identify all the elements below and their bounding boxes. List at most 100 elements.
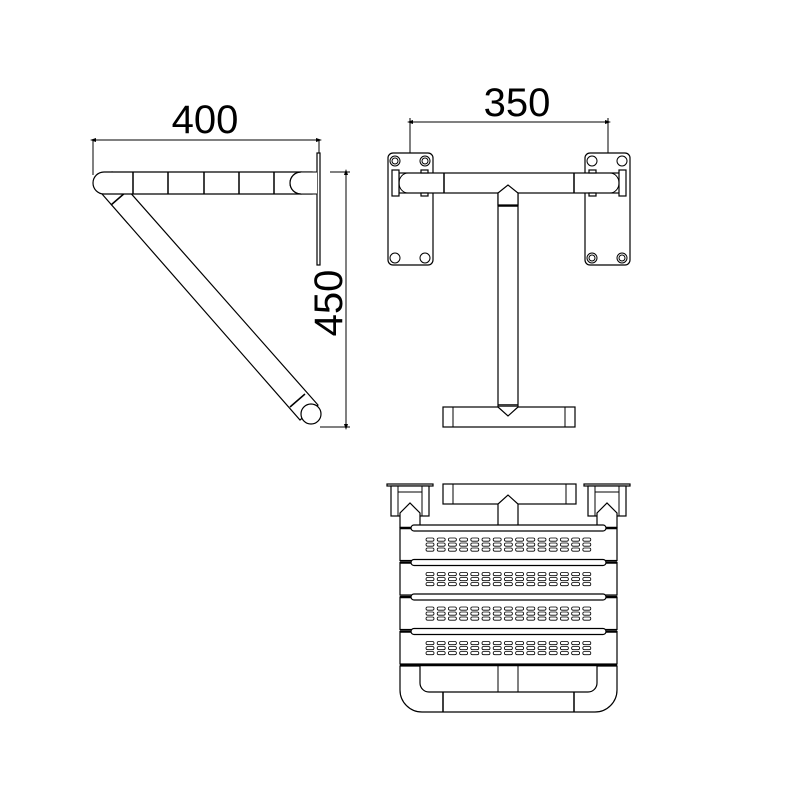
slot-hole — [425, 577, 435, 582]
slot-hole — [447, 641, 457, 646]
slot-hole — [425, 611, 435, 616]
slot-hole — [548, 582, 558, 587]
slot-hole — [503, 641, 513, 646]
slot-hole — [548, 651, 558, 656]
slot-hole — [537, 646, 547, 651]
slot-hole — [470, 572, 480, 577]
slat-rail — [410, 593, 607, 601]
slot-hole — [560, 611, 569, 616]
slot-hole — [503, 651, 513, 656]
slot-hole — [492, 646, 502, 651]
slot-hole — [447, 646, 457, 651]
slot-hole — [447, 616, 457, 621]
slot-hole — [436, 572, 446, 577]
slot-hole — [526, 537, 536, 542]
height-dimension-label: 450 — [307, 270, 351, 337]
slot-hole — [503, 582, 513, 587]
side-view: 400 450 — [90, 98, 351, 430]
slat-rail — [410, 627, 607, 636]
slot-hole — [571, 606, 580, 611]
slot-hole — [515, 646, 524, 651]
diagonal-leg — [94, 171, 322, 425]
slot-hole — [571, 641, 580, 646]
slot-hole — [571, 547, 580, 552]
slot-hole — [447, 577, 457, 582]
slot-hole — [560, 537, 569, 542]
slot-hole — [470, 582, 480, 587]
slot-hole — [548, 542, 558, 547]
slot-hole — [459, 572, 469, 577]
slot-hole — [481, 542, 491, 547]
slot-hole — [582, 611, 592, 616]
slot-hole — [503, 611, 513, 616]
slot-hole — [582, 651, 592, 656]
slot-hole — [492, 641, 502, 646]
slot-hole — [447, 572, 457, 577]
slot-hole — [425, 542, 435, 547]
slot-hole — [537, 537, 547, 542]
slot-hole — [470, 542, 480, 547]
slot-hole — [560, 606, 569, 611]
slot-hole — [515, 611, 524, 616]
slot-hole — [447, 537, 457, 542]
slot-hole — [425, 572, 435, 577]
seat-slat — [399, 527, 618, 562]
slot-hole — [425, 646, 435, 651]
leg-end-cap — [300, 403, 322, 425]
slot-hole — [582, 616, 592, 621]
seat-top-bar — [442, 483, 577, 530]
slot-hole — [447, 547, 457, 552]
slot-hole — [503, 606, 513, 611]
slot-hole — [481, 547, 491, 552]
slot-hole — [481, 641, 491, 646]
slot-hole — [571, 611, 580, 616]
slot-hole — [548, 616, 558, 621]
slot-hole — [582, 646, 592, 651]
slot-hole — [571, 572, 580, 577]
slot-hole — [560, 616, 569, 621]
seat-tube-side — [92, 171, 317, 195]
slat-rail — [410, 524, 607, 532]
slot-hole — [560, 572, 569, 577]
slot-hole — [571, 542, 580, 547]
center-post — [497, 184, 519, 408]
width-dimension-label: 400 — [172, 98, 239, 142]
slot-hole — [492, 611, 502, 616]
slot-hole — [459, 577, 469, 582]
slot-hole — [537, 641, 547, 646]
seat-slat — [399, 630, 618, 665]
slot-hole — [470, 611, 480, 616]
right-bracket — [583, 483, 631, 528]
slot-hole — [470, 616, 480, 621]
slot-hole — [560, 646, 569, 651]
slot-hole — [548, 572, 558, 577]
slot-hole — [425, 547, 435, 552]
slot-hole — [526, 611, 536, 616]
slot-hole — [537, 611, 547, 616]
slot-hole — [425, 641, 435, 646]
seat-slat — [399, 561, 618, 596]
slot-hole — [481, 572, 491, 577]
slot-hole — [436, 582, 446, 587]
slot-hole — [548, 611, 558, 616]
slot-hole — [459, 582, 469, 587]
seat-view — [386, 483, 631, 713]
slot-hole — [548, 606, 558, 611]
slot-hole — [459, 641, 469, 646]
slot-hole — [515, 547, 524, 552]
seat-slat — [399, 596, 618, 631]
slot-hole — [582, 547, 592, 552]
slot-hole — [537, 651, 547, 656]
slot-hole — [470, 646, 480, 651]
slot-hole — [425, 537, 435, 542]
slot-hole — [515, 582, 524, 587]
slot-hole — [459, 646, 469, 651]
slot-hole — [481, 606, 491, 611]
slot-hole — [436, 646, 446, 651]
slot-hole — [526, 616, 536, 621]
slot-hole — [503, 577, 513, 582]
slot-hole — [537, 582, 547, 587]
slot-hole — [537, 616, 547, 621]
slot-hole — [571, 646, 580, 651]
